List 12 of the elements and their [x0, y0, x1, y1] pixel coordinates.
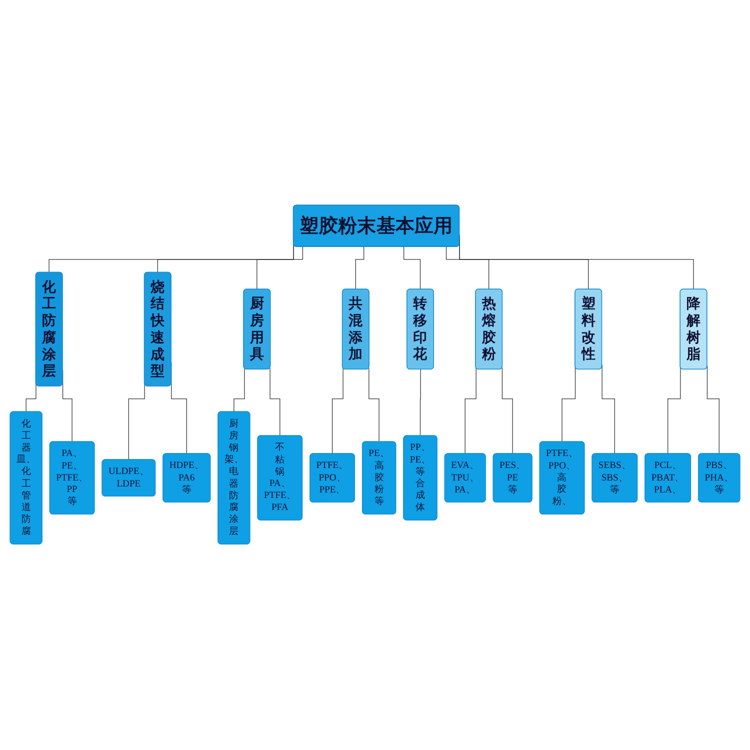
connector: [404, 247, 421, 290]
connector: [706, 366, 720, 455]
connector: [234, 368, 245, 413]
connector: [355, 247, 364, 290]
connector: [420, 370, 421, 437]
connector: [270, 368, 281, 437]
connector: [256, 247, 304, 290]
connector: [464, 368, 476, 455]
connector: [368, 368, 380, 443]
connector: [502, 368, 514, 455]
connector: [446, 247, 490, 290]
connector: [332, 368, 344, 455]
